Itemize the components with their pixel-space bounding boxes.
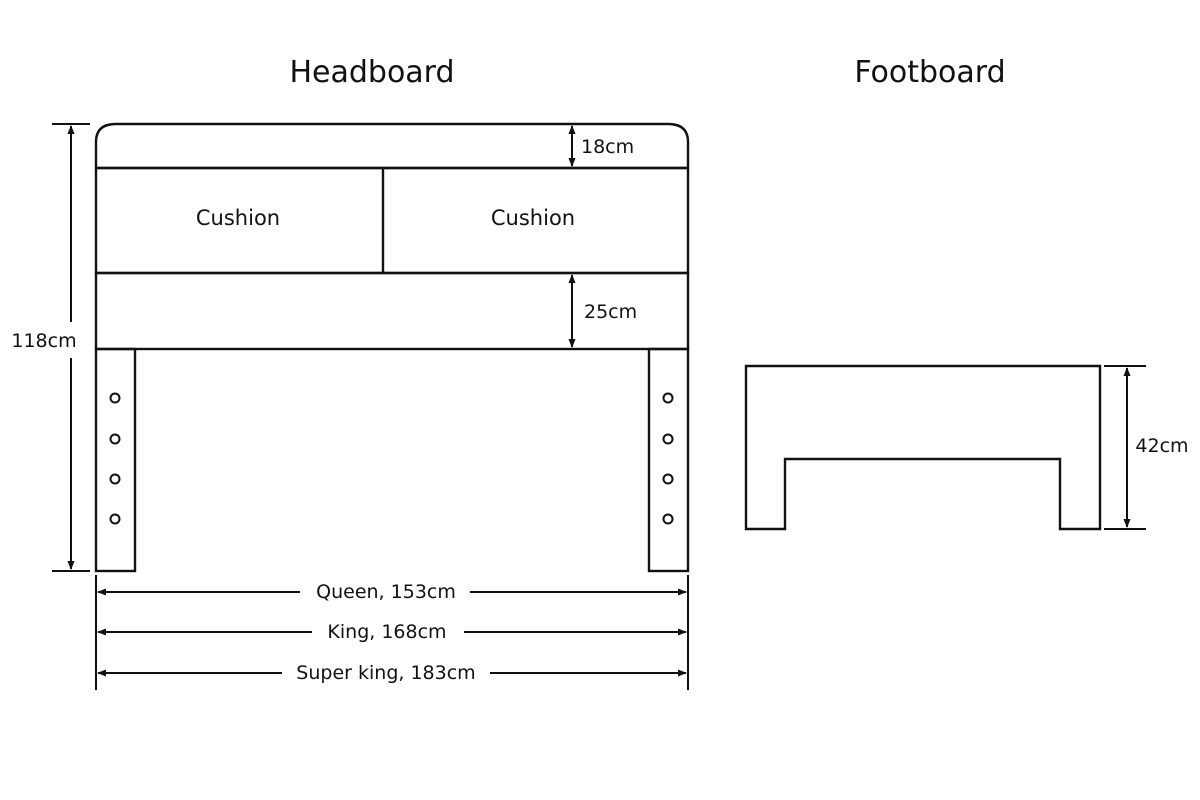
top-band-dimension: 18cm [581, 136, 634, 158]
leg-hole [662, 473, 674, 485]
leg-hole [109, 513, 121, 525]
cushion-right-label: Cushion [491, 206, 575, 230]
cushion-left-label: Cushion [196, 206, 280, 230]
footboard-outline [744, 364, 1102, 531]
total-height-dimension: 118cm [11, 330, 76, 352]
cushion-row [94, 166, 690, 275]
leg-hole [662, 433, 674, 445]
footboard-height-dimension: 42cm [1135, 435, 1188, 457]
leg-hole [109, 433, 121, 445]
king-width: King, 168cm [327, 621, 446, 643]
right-leg [647, 347, 690, 573]
headboard-title: Headboard [289, 55, 454, 90]
super-king-width: Super king, 183cm [296, 662, 475, 684]
queen-width: Queen, 153cm [316, 581, 456, 603]
lower-band-dimension: 25cm [584, 301, 637, 323]
headboard-lower-band [94, 271, 690, 351]
leg-hole [662, 392, 674, 404]
headboard-drawing: Cushion Cushion 18cm 25cm 118cm Queen, 1… [4, 122, 690, 690]
headboard-top-band [94, 122, 690, 170]
leg-hole [109, 392, 121, 404]
leg-hole [109, 473, 121, 485]
leg-hole [662, 513, 674, 525]
left-leg [94, 347, 137, 573]
footboard-title: Footboard [854, 55, 1005, 90]
footboard-drawing: 42cm [744, 364, 1194, 531]
